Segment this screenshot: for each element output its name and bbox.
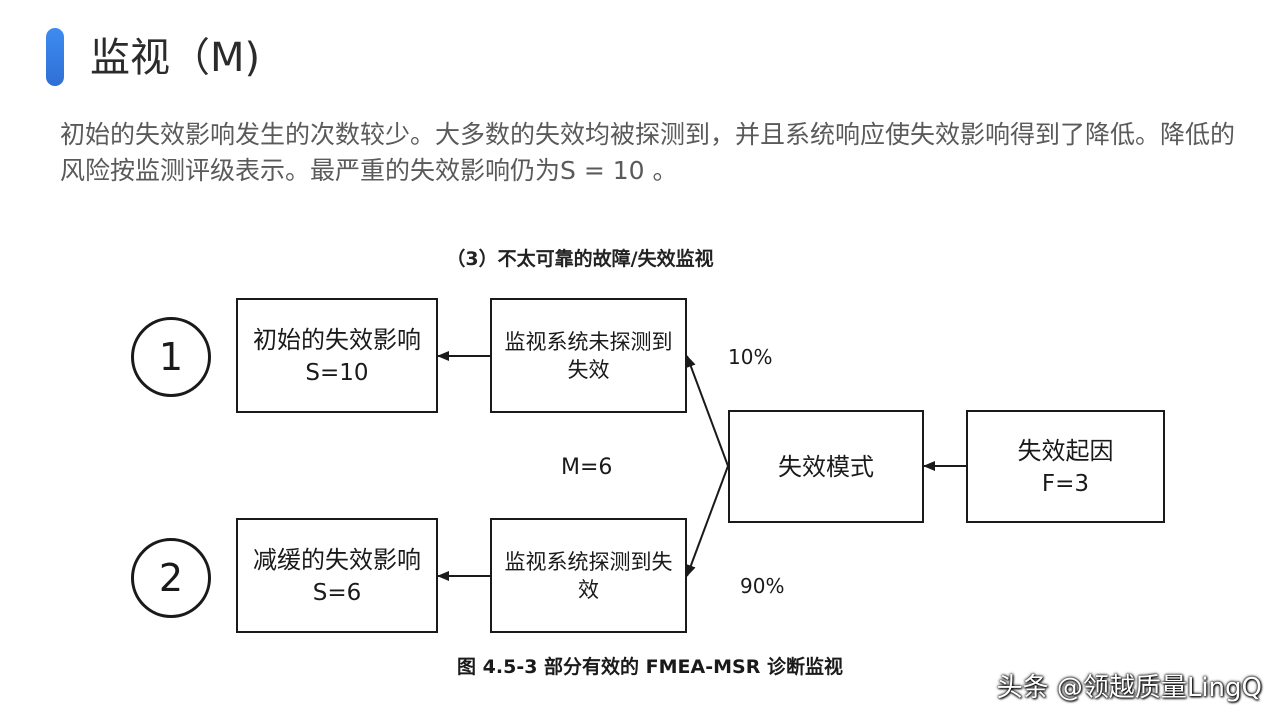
monitoring-rating: M=6 (561, 455, 613, 480)
monitor-not-detected-label: 监视系统未探测到失效 (504, 329, 673, 382)
scenario-1-number: 1 (158, 335, 184, 379)
intro-paragraph: 初始的失效影响发生的次数较少。大多数的失效均被探测到，并且系统响应使失效影响得到… (60, 120, 1236, 185)
monitor-not-detected-box: 监视系统未探测到失效 (490, 298, 687, 413)
mitigated-effect-box: 减缓的失效影响 S=6 (236, 518, 438, 633)
figure-caption: 图 4.5-3 部分有效的 FMEA-MSR 诊断监视 (457, 656, 843, 678)
percent-detected: 90% (740, 574, 785, 598)
percent-not-detected: 10% (728, 345, 773, 369)
scenario-2-circle: 2 (131, 538, 211, 618)
scenario-2-number: 2 (158, 556, 184, 600)
title-accent-bar (46, 28, 64, 86)
diagram-title: （3）不太可靠的故障/失效监视 (446, 248, 714, 270)
monitor-detected-label: 监视系统探测到失效 (504, 549, 673, 602)
page-title: 监视（M) (90, 35, 261, 81)
initial-effect-label: 初始的失效影响 (253, 325, 421, 354)
failure-mode-box: 失效模式 (728, 410, 924, 523)
initial-effect-severity: S=10 (305, 359, 369, 386)
monitor-detected-box: 监视系统探测到失效 (490, 518, 687, 633)
failure-mode-label: 失效模式 (778, 452, 874, 481)
mitigated-effect-severity: S=6 (312, 579, 362, 606)
watermark: 头条 @领越质量LingQ (996, 673, 1262, 703)
mitigated-effect-label: 减缓的失效影响 (253, 545, 421, 574)
arrow-mode-to-detected (686, 465, 729, 577)
failure-cause-occurrence: F=3 (1041, 470, 1090, 497)
failure-cause-box: 失效起因 F=3 (966, 410, 1165, 523)
initial-effect-box: 初始的失效影响 S=10 (236, 298, 438, 413)
arrow-mode-to-not-detected (686, 355, 729, 467)
failure-cause-label: 失效起因 (1017, 436, 1114, 465)
scenario-1-circle: 1 (131, 317, 211, 397)
